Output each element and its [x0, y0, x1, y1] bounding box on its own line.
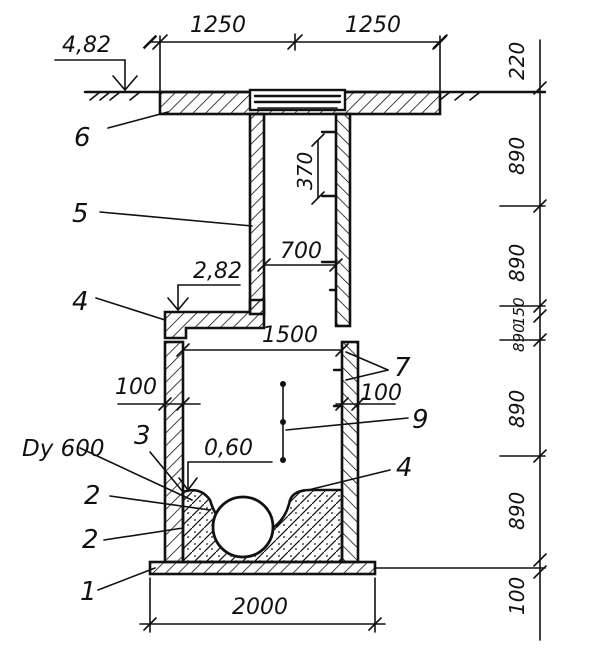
ground-elevation-marker [54, 59, 138, 91]
dim-370-line [311, 133, 325, 205]
callout-7: 6 [74, 123, 91, 153]
dim-right-wall: 100 [360, 381, 402, 406]
riser-right-wall [334, 112, 352, 328]
callout-4-right: 4 [396, 453, 413, 483]
callout-2-label: 2 [82, 525, 99, 555]
dim-base-width: 2000 [232, 595, 288, 620]
dim-left-span: 1250 [190, 13, 246, 38]
callout-leaders [79, 111, 409, 591]
top-dimension-line [142, 33, 448, 93]
ground-elevation-label: 4,82 [62, 33, 111, 58]
callout-4-left: 3 [134, 421, 151, 451]
dim-wall-left-line [117, 397, 201, 411]
platform-elevation-label: 2,82 [193, 259, 242, 284]
vdim-4: 890 [505, 390, 529, 428]
vdim-0: 220 [505, 42, 529, 80]
callout-3: 2 [84, 481, 101, 511]
vdim-3: 150 [510, 297, 528, 326]
dim-1500-line [176, 343, 349, 357]
riser-left-wall [248, 112, 266, 316]
vdim-7: 100 [505, 577, 529, 615]
dim-left-wall: 100 [115, 375, 157, 400]
dim-riser-inner: 700 [280, 239, 322, 264]
dim-chamber-inner: 1500 [262, 323, 318, 348]
callout-8: 7 [394, 353, 411, 383]
callout-9: 9 [412, 405, 429, 435]
vdim-2: 890 [505, 244, 529, 282]
tray-elevation-marker [178, 461, 273, 491]
vdim-5: 890 [505, 492, 529, 530]
hatch-cover [248, 88, 347, 112]
dim-700-line [257, 258, 343, 272]
vdim-1: 890 [505, 137, 529, 175]
dim-wall-right-line [335, 397, 396, 411]
intermediate-platform [163, 298, 266, 340]
chamber-right-wall [340, 340, 360, 564]
callout-5: 4 [72, 287, 89, 317]
dim-step-offset: 370 [293, 152, 317, 190]
tray-elevation-label: 0,60 [204, 436, 253, 461]
pipe-dy600 [211, 495, 275, 559]
base-slab [148, 560, 377, 576]
dim-right-span: 1250 [345, 13, 401, 38]
callout-1: 1 [80, 577, 97, 607]
platform-elevation-marker [167, 284, 241, 311]
dim-2000-line [139, 577, 386, 633]
vdim-overlap: 890 [510, 323, 528, 352]
pipe-label: Dy 600 [22, 436, 105, 462]
riser-ladder-rungs [320, 130, 338, 292]
right-dimension-chain [499, 39, 547, 641]
callout-6: 5 [72, 199, 89, 229]
chamber-ladder [280, 381, 286, 463]
